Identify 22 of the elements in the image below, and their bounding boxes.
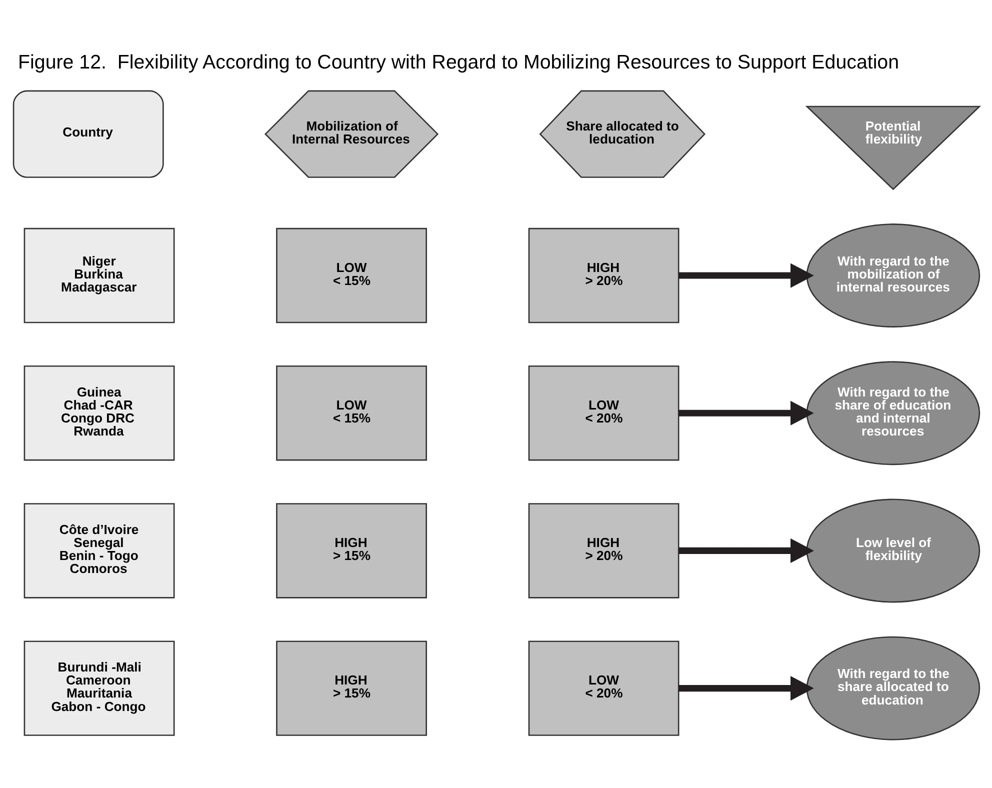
node-box: HIGH > 15% xyxy=(276,503,426,598)
node-box: Burundi -Mali Cameroon Mauritania Gabon - Congo xyxy=(23,640,174,736)
node-box: Niger Burkina Madagascar xyxy=(23,228,174,324)
node-box: HIGH > 15% xyxy=(276,640,426,736)
node-box: HIGH > 20% xyxy=(528,503,679,598)
node-box: Guinea Chad -CAR Congo DRC Rwanda xyxy=(23,366,174,461)
node-box: LOW < 15% xyxy=(276,228,426,324)
node-ellipse: Low level of flexibility xyxy=(806,498,980,603)
node-box: HIGH > 20% xyxy=(528,228,679,324)
node-ellipse: With regard to the mobilization of internal resources xyxy=(806,224,980,328)
node-box: Country xyxy=(12,90,164,178)
node-ellipse: With regard to the share allocated to education xyxy=(806,636,980,740)
node-box: LOW < 20% xyxy=(528,366,679,461)
node-box: Côte d’Ivoire Senegal Benin - Togo Comoros xyxy=(23,503,174,598)
arrow xyxy=(678,676,814,701)
diagram-title: Figure 12. Flexibility According to Country with Regard to Mobilizing Resources to Support Education xyxy=(18,51,899,74)
arrow xyxy=(678,263,814,288)
node-box: LOW < 20% xyxy=(528,640,679,736)
arrow xyxy=(678,538,814,563)
arrow xyxy=(678,400,814,426)
node-ellipse: With regard to the share of education and internal resources xyxy=(806,361,980,466)
node-box: LOW < 15% xyxy=(276,366,426,461)
